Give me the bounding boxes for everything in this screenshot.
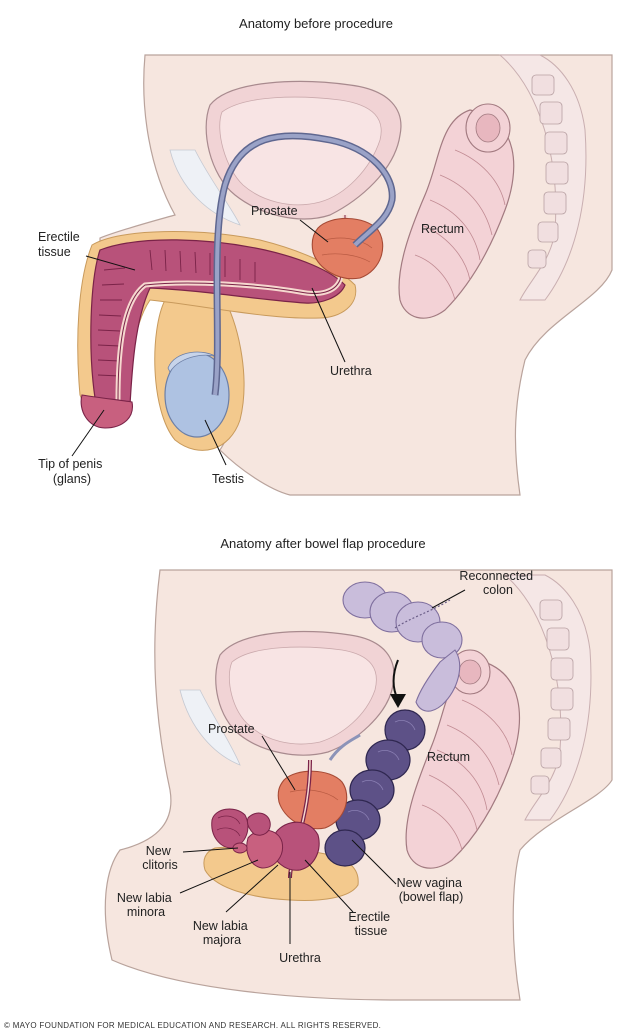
panel-after-title: Anatomy after bowel flap procedure xyxy=(220,536,425,551)
pubic-bone-after xyxy=(179,689,241,766)
leader-glans-before xyxy=(71,409,105,457)
panel-after: Anatomy after bowel flap procedure xyxy=(104,536,613,1001)
label-erectile-tissue-after: Erectile tissue xyxy=(348,910,393,938)
vertebrae-after xyxy=(530,599,574,795)
vas-remnant-after xyxy=(328,733,361,761)
label-new-labia-majora-after: New labia majora xyxy=(193,919,251,947)
leader-vagina-after xyxy=(351,839,397,885)
leader-urethra-before xyxy=(311,287,346,363)
leader-erectile-after xyxy=(304,859,354,913)
label-urethra-after: Urethra xyxy=(279,951,321,965)
leader-testis-before xyxy=(204,419,227,466)
new-vagina-bowel-flap xyxy=(324,709,426,867)
leader-erectile-before xyxy=(85,255,136,271)
label-prostate-after: Prostate xyxy=(208,722,255,736)
glans-before xyxy=(80,394,133,429)
label-new-vagina-after: New vagina (bowel flap) xyxy=(397,876,466,904)
new-clitoris xyxy=(211,808,271,854)
leader-prostate-after xyxy=(261,735,296,791)
vertebrae-before xyxy=(527,74,569,269)
leader-colon-after xyxy=(431,589,466,609)
prostate-after xyxy=(277,770,348,830)
leader-majora-after xyxy=(225,864,279,913)
panel-before-title: Anatomy before procedure xyxy=(239,16,393,31)
label-erectile-tissue-before: Erectile tissue xyxy=(38,230,83,259)
label-testis-before: Testis xyxy=(212,472,244,486)
rectum-before xyxy=(398,109,515,319)
label-urethra-before: Urethra xyxy=(330,364,372,378)
colon-suture-line xyxy=(394,599,451,629)
leader-clitoris-after xyxy=(182,847,239,853)
leader-prostate-before xyxy=(299,219,329,243)
label-tip-of-penis-before: Tip of penis (glans) xyxy=(38,457,106,486)
label-rectum-before: Rectum xyxy=(421,222,464,236)
label-rectum-after: Rectum xyxy=(427,750,470,764)
rectum-folds-before xyxy=(414,149,506,301)
label-new-clitoris-after: New clitoris xyxy=(142,844,177,872)
copyright-notice: © MAYO FOUNDATION FOR MEDICAL EDUCATION … xyxy=(4,1021,381,1030)
leader-minora-after xyxy=(179,859,259,894)
rectum-folds-after xyxy=(421,699,513,851)
reconnected-colon xyxy=(342,581,463,712)
bladder-inner-before xyxy=(219,96,382,206)
bladder-inner-after xyxy=(228,646,377,745)
label-prostate-before: Prostate xyxy=(251,204,298,218)
panel-before: Anatomy before procedure xyxy=(38,16,613,496)
erectile-striations-before xyxy=(97,249,256,377)
label-reconnected-colon-after: Reconnected colon xyxy=(459,569,536,597)
label-new-labia-minora-after: New labia minora xyxy=(117,891,175,919)
rectum-after xyxy=(405,659,521,869)
